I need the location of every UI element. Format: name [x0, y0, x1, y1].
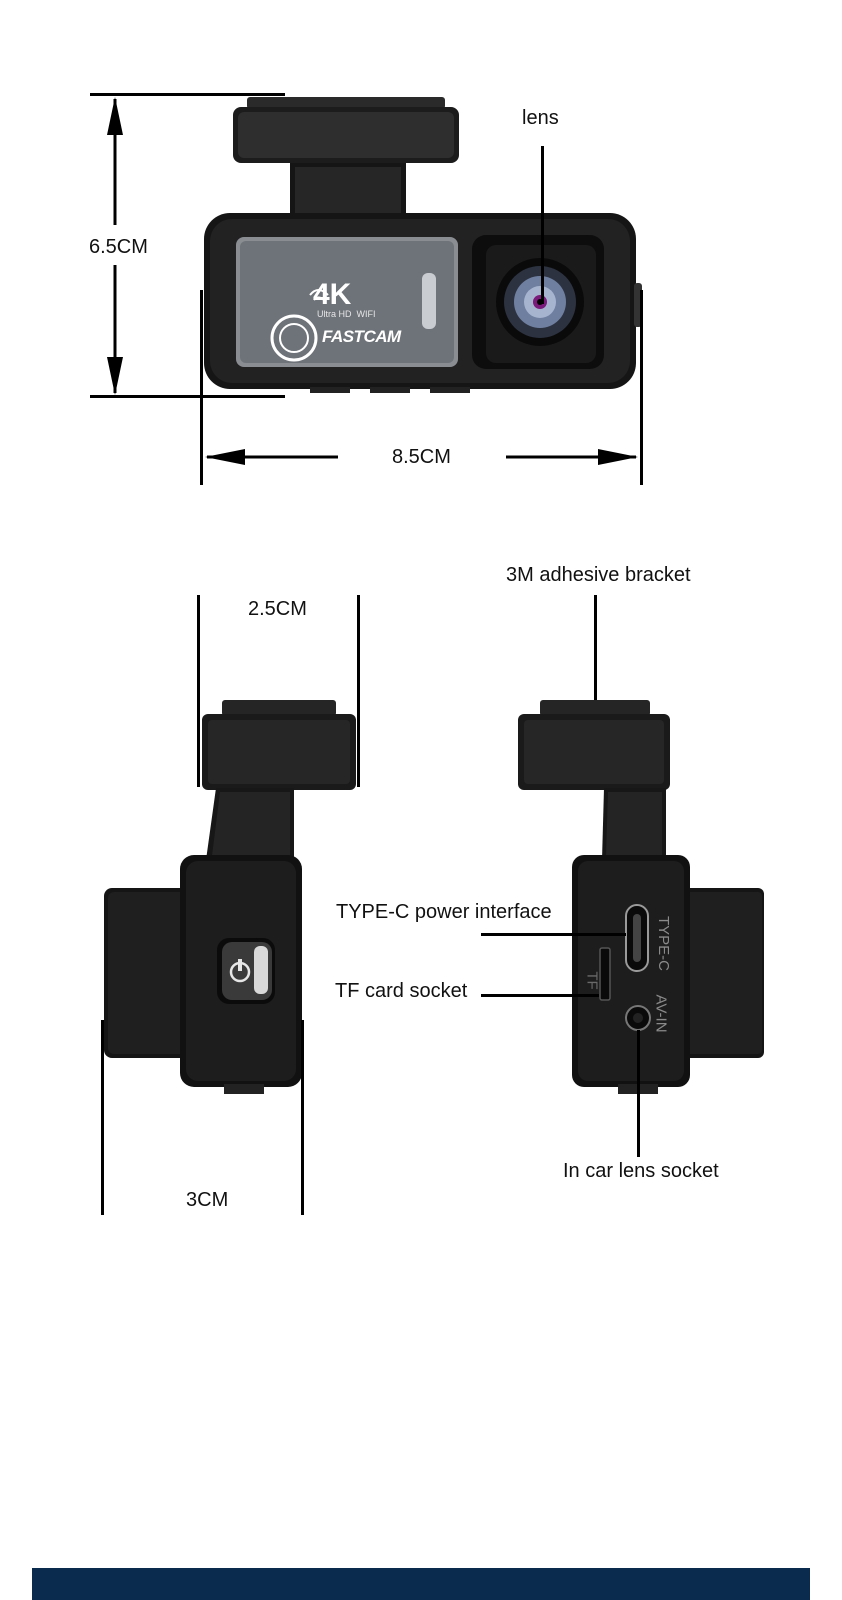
depth-left-guide: [197, 595, 200, 787]
tf-label: TF card socket: [335, 980, 468, 1002]
width-left-guide: [200, 290, 203, 485]
height-dimension-arrow: [107, 97, 123, 395]
lens-leader-line: [541, 146, 544, 304]
lens-socket-label: In car lens socket: [563, 1160, 719, 1182]
typec-leader-line: [481, 933, 626, 936]
typec-label: TYPE-C power interface: [336, 901, 552, 923]
tf-port-text: TF: [583, 971, 601, 990]
height-label: 6.5CM: [89, 236, 148, 258]
camera-right-side-image: [518, 700, 764, 1094]
badge-resolution: 4K: [313, 278, 352, 311]
body-depth-right-guide: [301, 1020, 304, 1215]
footer-bar: [32, 1568, 810, 1600]
badge-brand: FASTCAM: [322, 327, 401, 346]
lens-socket-leader-line: [637, 1030, 640, 1157]
height-top-guide: [90, 93, 285, 96]
bracket-label: 3M adhesive bracket: [506, 564, 691, 586]
tf-leader-line: [481, 994, 599, 997]
camera-front-image: [204, 97, 642, 393]
width-right-guide: [640, 290, 643, 485]
body-depth-left-guide: [101, 1020, 104, 1215]
badge-subtitle: Ultra HD WIFI: [317, 309, 376, 319]
depth-right-guide: [357, 595, 360, 787]
body-depth-label: 3CM: [186, 1189, 229, 1211]
avin-port-text: AV-IN: [652, 994, 670, 1033]
width-label: 8.5CM: [392, 446, 451, 468]
bracket-leader-line: [594, 595, 597, 703]
width-dimension-arrow: [205, 449, 638, 465]
typec-port-text: TYPE-C: [655, 915, 673, 972]
height-bottom-guide: [90, 395, 285, 398]
lens-label: lens: [522, 107, 559, 129]
depth-label: 2.5CM: [248, 598, 307, 620]
camera-left-side-image: [104, 700, 356, 1094]
